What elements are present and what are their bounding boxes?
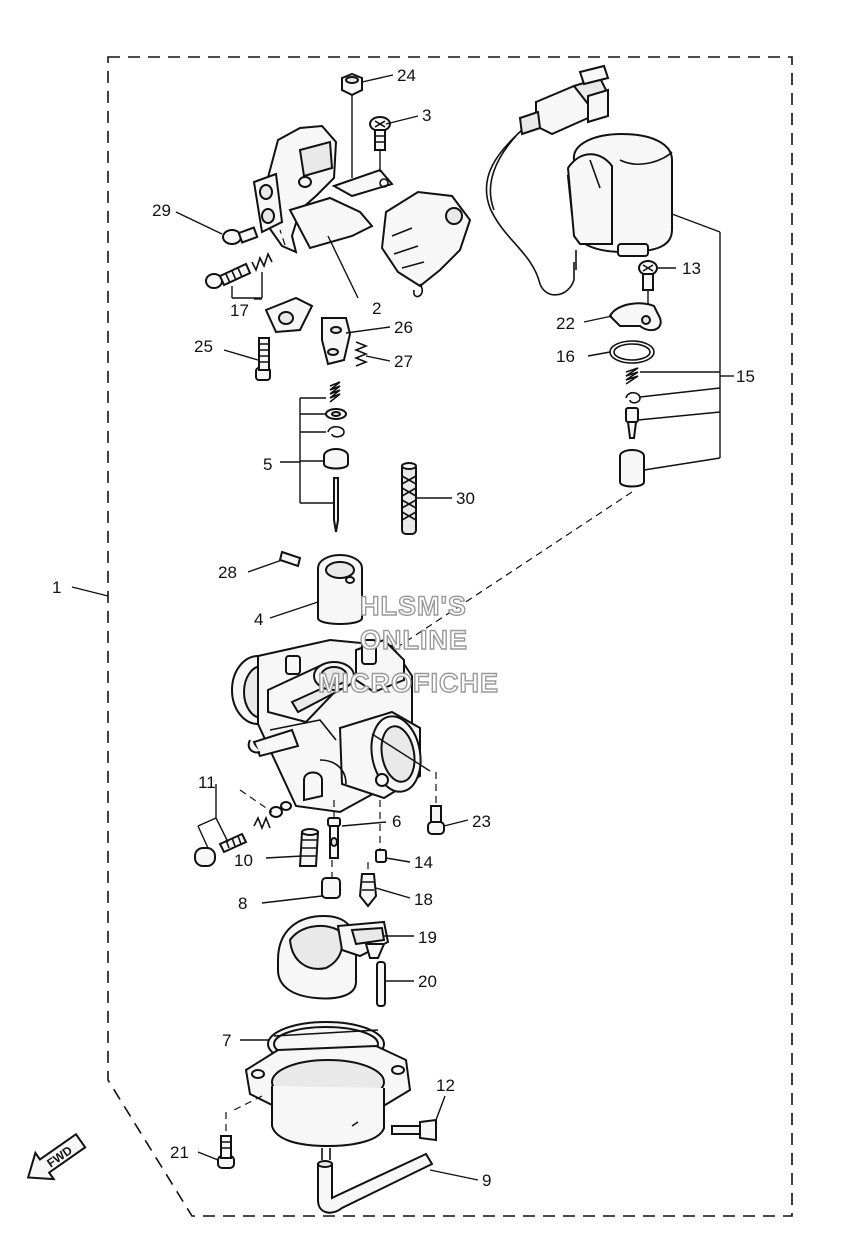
callout-9: 9 xyxy=(482,1171,491,1190)
callout-13: 13 xyxy=(682,259,701,278)
callouts: 1 2 3 4 5 6 7 8 9 10 11 12 13 14 15 16 1… xyxy=(52,66,755,1190)
part-2-throttle-lever-assembly xyxy=(252,124,472,298)
part-18-needle-valve xyxy=(358,862,378,908)
part-13-screw xyxy=(638,260,658,306)
callout-21: 21 xyxy=(170,1143,189,1162)
part-20-float-pin xyxy=(376,961,386,1007)
part-3-screw xyxy=(369,116,391,172)
part-26-link xyxy=(321,317,352,366)
part-lever-arm xyxy=(264,296,314,334)
part-19-float xyxy=(277,914,390,1000)
part-4-throttle-valve xyxy=(317,554,363,625)
callout-6: 6 xyxy=(392,812,401,831)
part-24-nut xyxy=(341,72,363,178)
part-14-screw xyxy=(375,800,387,863)
callout-27: 27 xyxy=(394,352,413,371)
assembly-boundary xyxy=(107,56,793,1217)
part-27-spring xyxy=(353,341,369,367)
part-5-jet-needle-set xyxy=(299,381,349,533)
callout-17: 17 xyxy=(230,301,249,320)
part-15-plunger-pieces xyxy=(619,213,734,488)
callout-4: 4 xyxy=(254,610,263,629)
part-11-pilot-screw-set xyxy=(194,784,292,867)
part-30-screen xyxy=(401,462,452,535)
part-25-screw xyxy=(255,337,271,381)
part-8-jet-holder xyxy=(321,860,341,899)
part-9-drain-hose xyxy=(317,1148,434,1214)
callout-7: 7 xyxy=(222,1031,231,1050)
callout-3: 3 xyxy=(422,106,431,125)
callout-16: 16 xyxy=(556,347,575,366)
leader-lines xyxy=(71,74,676,1181)
part-28-pin xyxy=(278,550,302,568)
carburetor-body xyxy=(231,638,422,814)
part-29-screw xyxy=(222,226,259,245)
callout-20: 20 xyxy=(418,972,437,991)
part-21-screw xyxy=(217,1112,235,1169)
float-bowl xyxy=(229,1044,412,1148)
fwd-arrow-icon: FWD xyxy=(26,1132,87,1181)
callout-22: 22 xyxy=(556,314,575,333)
callout-26: 26 xyxy=(394,318,413,337)
watermark: HLSM'S ONLINE MICROFICHE xyxy=(317,590,499,698)
callout-25: 25 xyxy=(194,337,213,356)
callout-29: 29 xyxy=(152,201,171,220)
callout-14: 14 xyxy=(414,853,433,872)
callout-10: 10 xyxy=(234,851,253,870)
callout-18: 18 xyxy=(414,890,433,909)
watermark-line-3: MICROFICHE xyxy=(318,668,499,698)
callout-1: 1 xyxy=(52,578,61,597)
watermark-line-2: ONLINE xyxy=(360,625,468,655)
callout-30: 30 xyxy=(456,489,475,508)
part-6-needle-jet xyxy=(327,800,341,859)
callout-2: 2 xyxy=(372,299,381,318)
callout-12: 12 xyxy=(436,1076,455,1095)
callout-28: 28 xyxy=(218,563,237,582)
part-15-starter-plunger-assembly xyxy=(566,132,673,270)
callout-19: 19 xyxy=(418,928,437,947)
callout-15: 15 xyxy=(736,367,755,386)
part-17-screw-and-spring xyxy=(205,251,273,299)
part-23-screw xyxy=(427,772,445,835)
connector-plug xyxy=(485,64,610,296)
callout-23: 23 xyxy=(472,812,491,831)
callout-8: 8 xyxy=(238,894,247,913)
part-10-jet xyxy=(298,828,320,867)
callout-11: 11 xyxy=(198,773,216,792)
part-22-plate xyxy=(608,302,662,332)
callout-24: 24 xyxy=(397,66,416,85)
callout-5: 5 xyxy=(263,455,272,474)
part-12-drain-screw xyxy=(391,1118,437,1142)
watermark-line-1: HLSM'S xyxy=(360,591,467,621)
